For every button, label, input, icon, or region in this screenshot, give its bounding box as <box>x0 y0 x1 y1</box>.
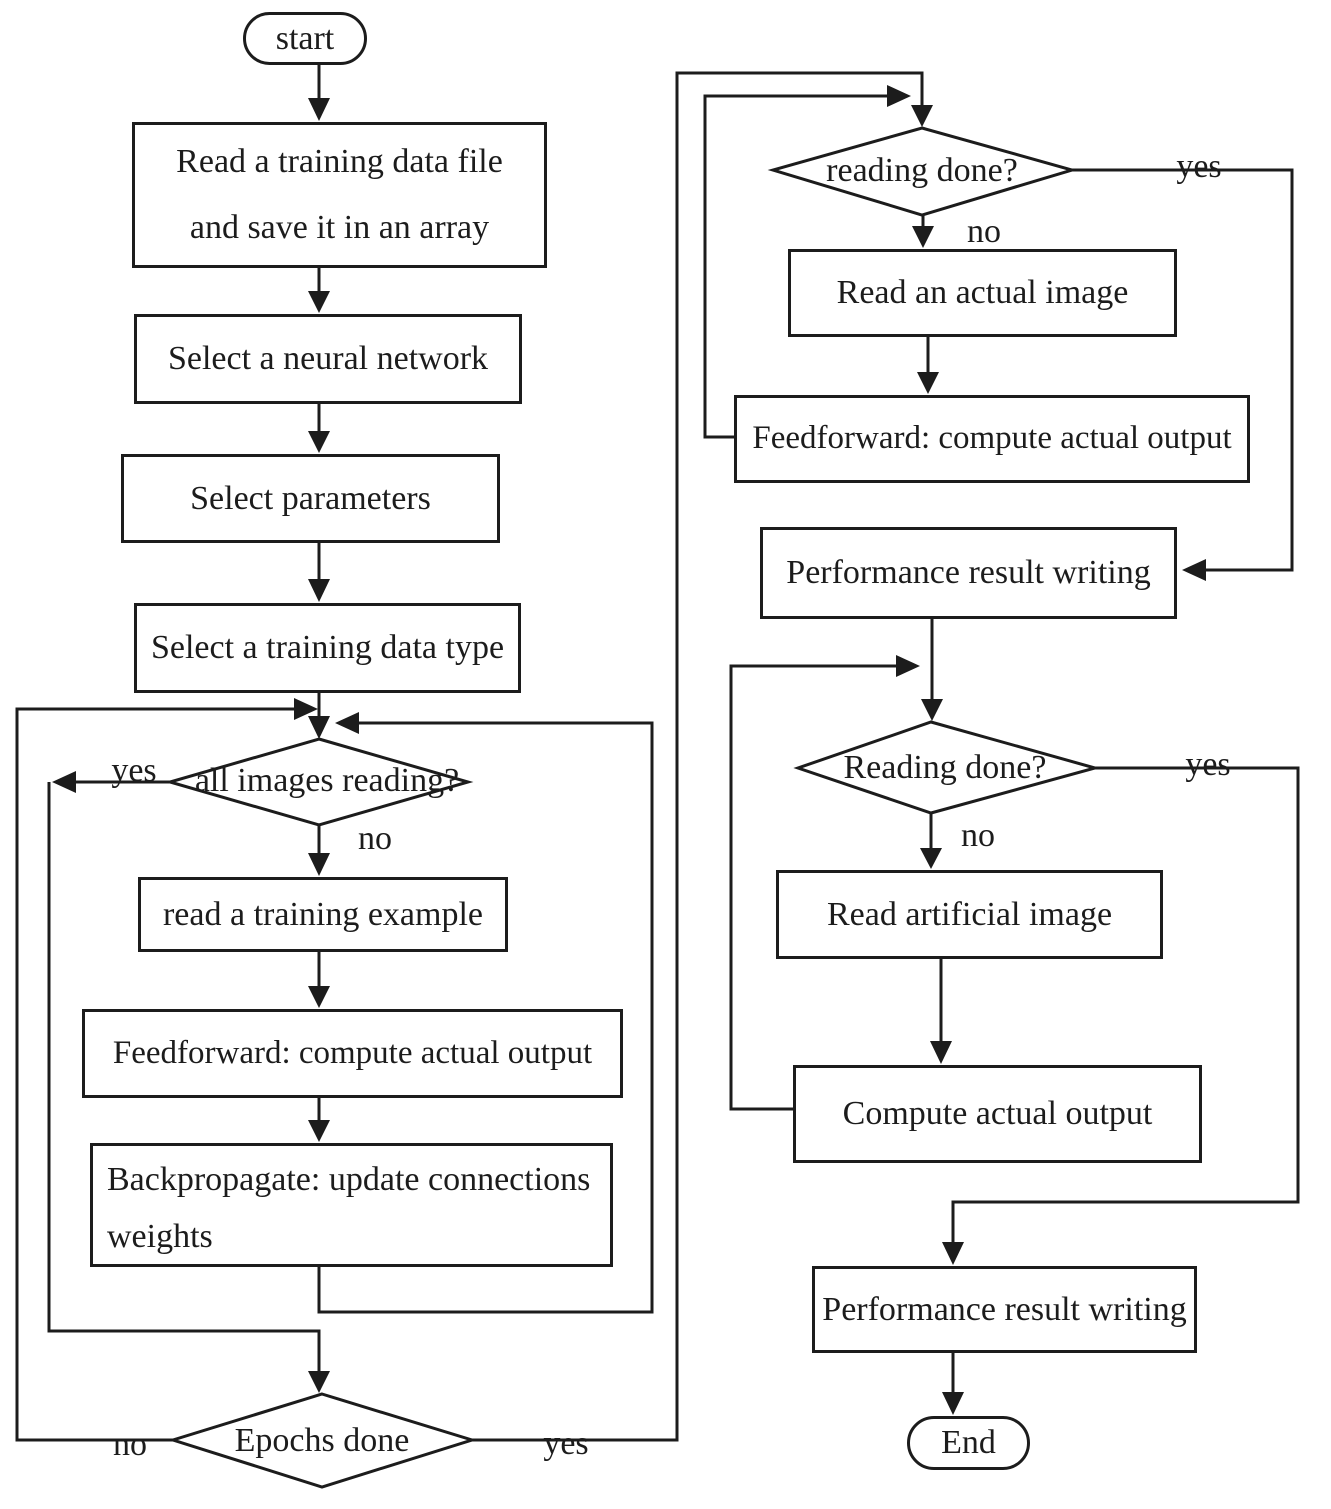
label-all-images-no: no <box>358 820 392 857</box>
arrowhead-all-images-entry <box>308 716 330 739</box>
node-feedforward-train: Feedforward: compute actual output <box>82 1009 623 1098</box>
decision-all-images-label: all images reading? <box>194 762 460 799</box>
decision-reading2-shape <box>793 720 1101 815</box>
read-training-example-label: read a training example <box>162 895 483 933</box>
node-backpropagate: Backpropagate: update connections weight… <box>90 1143 613 1267</box>
arrowhead-feedforward-test <box>917 372 939 394</box>
end-label: End <box>941 1424 996 1462</box>
decision-epochs-label: Epochs done <box>234 1422 410 1459</box>
select-network-label: Select a neural network <box>167 340 489 378</box>
label-epochs-no: no <box>113 1426 147 1463</box>
decision-epochs-shape <box>167 1392 478 1489</box>
start-label: start <box>275 19 335 57</box>
arrowhead-reading2-merge <box>896 655 920 677</box>
arrowhead-end <box>942 1392 964 1415</box>
node-start: start <box>243 12 367 65</box>
edge-epochs-yes <box>472 71 924 1442</box>
decision-reading1-shape <box>767 126 1078 217</box>
read-training-file-line1: Read a training data file <box>176 143 503 180</box>
node-read-training-file: Read a training data file and save it in… <box>132 122 547 268</box>
read-artificial-image-label: Read artificial image <box>826 895 1113 933</box>
decision-reading1-label: reading done? <box>826 152 1018 189</box>
arrowhead-reading2-entry <box>921 699 943 721</box>
arrowhead-select-params <box>308 431 330 453</box>
label-epochs-yes: yes <box>543 1425 589 1462</box>
edge-feedforward-test-loop <box>703 94 888 439</box>
node-end: End <box>907 1416 1030 1470</box>
arrowhead-merge-left <box>294 698 318 720</box>
node-performance-writing-2: Performance result writing <box>812 1266 1197 1353</box>
feedforward-train-label: Feedforward: compute actual output <box>112 1034 593 1071</box>
edge-yes-down-to-epochs <box>47 782 321 1372</box>
label-reading2-yes: yes <box>1185 746 1231 783</box>
edge-epochs-no-return <box>15 707 295 1442</box>
node-read-actual-image: Read an actual image <box>788 249 1177 337</box>
arrowhead-perf2 <box>942 1242 964 1265</box>
label-reading1-yes: yes <box>1176 148 1222 185</box>
arrowhead-reading1-entry <box>911 105 933 127</box>
decision-reading2-label: Reading done? <box>843 749 1047 786</box>
node-read-training-example: read a training example <box>138 877 508 952</box>
arrowhead-compute-output <box>930 1041 952 1064</box>
select-parameters-label: Select parameters <box>190 479 431 517</box>
arrowhead-select-type <box>308 579 330 602</box>
arrowhead-read-actual <box>912 226 934 248</box>
node-select-parameters: Select parameters <box>121 454 500 543</box>
edge-compute-output-loop <box>729 664 897 1111</box>
node-select-network: Select a neural network <box>134 314 522 404</box>
arrowhead-backprop <box>308 1120 330 1142</box>
label-reading2-no: no <box>961 817 995 854</box>
backpropagate-line1: Backpropagate: update connections <box>107 1161 591 1198</box>
feedforward-test-label: Feedforward: compute actual output <box>752 420 1232 457</box>
arrowhead-feedforward-train <box>308 986 330 1008</box>
edge-backprop-loop <box>317 721 654 1314</box>
select-training-type-label: Select a training data type <box>150 629 505 667</box>
label-all-images-yes: yes <box>111 752 157 789</box>
node-compute-actual-output: Compute actual output <box>793 1065 1202 1163</box>
backpropagate-line2: weights <box>107 1218 213 1255</box>
node-feedforward-test: Feedforward: compute actual output <box>734 395 1250 483</box>
compute-actual-output-label: Compute actual output <box>842 1095 1153 1133</box>
performance-writing-1-label: Performance result writing <box>786 554 1151 592</box>
node-read-artificial-image: Read artificial image <box>776 870 1163 959</box>
decision-all-images-shape <box>164 737 474 827</box>
edge-reading2-yes <box>951 766 1300 1243</box>
arrowhead-read-example <box>308 853 330 876</box>
arrowhead-perf1 <box>1182 559 1206 581</box>
read-training-file-line2: and save it in an array <box>189 209 490 246</box>
arrowhead-epochs-entry <box>308 1371 330 1393</box>
arrowhead-select-network <box>308 291 330 313</box>
node-performance-writing-1: Performance result writing <box>760 527 1177 619</box>
arrowhead-all-images-yes <box>52 771 76 793</box>
arrowhead-merge-right <box>335 712 359 734</box>
node-select-training-type: Select a training data type <box>134 603 521 693</box>
arrowhead-reading1-merge <box>887 85 911 107</box>
read-actual-image-label: Read an actual image <box>836 274 1129 312</box>
label-reading1-no: no <box>967 213 1001 250</box>
edge-reading1-yes <box>1072 168 1294 572</box>
arrowhead-read-artificial <box>920 848 942 869</box>
arrowhead-read-file <box>308 98 330 121</box>
performance-writing-2-label: Performance result writing <box>822 1290 1187 1328</box>
